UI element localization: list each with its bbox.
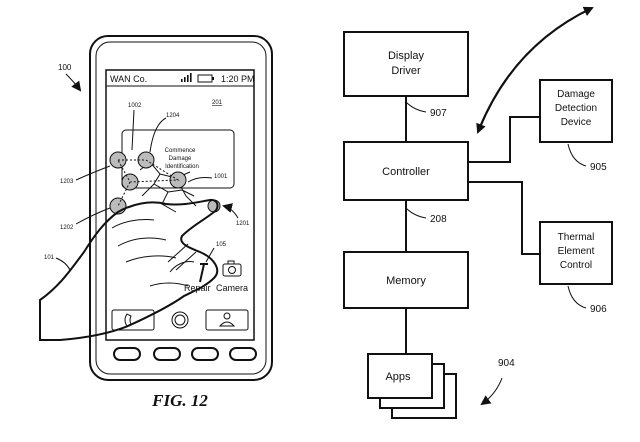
dialog-line-1: Commence [165,148,196,154]
phone-dock-button [111,309,155,331]
ref-208-leader [405,207,427,219]
ref-907: 907 [430,108,447,119]
ref-208: 208 [430,214,447,225]
ref-101: 101 [44,255,55,261]
ref-1202: 1202 [60,225,74,231]
apps-label: Apps [385,371,411,383]
hw-button [229,347,257,361]
thermal-label-2: Element [558,246,595,257]
phone-bezel [95,41,267,375]
repair-app-label: Repair [184,283,211,293]
hand [39,198,219,341]
figure-arrow-down [476,7,593,134]
controller-label: Controller [382,166,430,178]
ref-904-arrow [480,377,503,406]
thermal-control-box [539,221,613,285]
ref-100-arrow [65,73,82,92]
signal-icon [181,73,192,82]
connector-controller-thermal [468,181,540,255]
ref-905-leader [567,143,587,167]
phone-illustration: 100 WAN Co. 1:20 PM 201 Commence Damage … [39,35,273,410]
ref-906-leader [567,285,587,309]
ref-1001-leader [187,177,213,183]
memory-box [343,251,469,309]
ref-1204-leader [149,117,167,153]
ref-1203-leader [75,165,111,181]
battery-icon [197,74,214,83]
damage-label-2: Detection [555,103,597,114]
ref-904: 904 [498,358,515,369]
hand-fingers [111,219,195,287]
connector-controller-damage [468,116,540,163]
damage-label-3: Device [561,117,592,128]
dialog-line-2: Damage [169,156,192,162]
figure-caption: FIG. 12 [151,391,208,410]
ref-1201: 1201 [236,221,250,227]
display-driver-label-2: Driver [391,65,421,77]
camera-icon [222,260,242,277]
contact-icon [218,312,236,327]
block-diagram: Display Driver Controller Memory Apps Da… [343,6,613,419]
ref-101-leader [55,257,71,271]
phone-icon [124,313,132,327]
ref-906: 906 [590,304,607,315]
hand-crease [167,243,197,271]
ref-1204: 1204 [166,113,180,119]
carrier-label: WAN Co. [110,74,147,84]
ref-905: 905 [590,162,607,173]
contacts-dock-button [205,309,249,331]
dialog-line-3: Identification [165,164,199,170]
display-driver-label-1: Display [388,50,425,62]
ref-1203: 1203 [60,179,74,185]
home-button [171,311,189,329]
touch-path [117,159,180,207]
ref-1002-leader [131,109,135,151]
hammer-icon [199,263,208,283]
ref-105: 105 [216,242,227,248]
camera-app-label: Camera [216,283,248,293]
damage-label-1: Damage [557,89,595,100]
hw-button [113,347,141,361]
ref-1201-arrow [222,203,239,219]
ref-201: 201 [212,100,223,106]
ref-1002: 1002 [128,103,142,109]
ref-105-leader [205,247,215,263]
apps-box-front [367,353,433,399]
status-time: 1:20 PM [221,74,255,84]
thermal-label-3: Control [560,260,592,271]
damage-detection-box [539,79,613,143]
ref-907-leader [405,101,427,113]
ref-1001: 1001 [214,174,228,180]
thermal-label-1: Thermal [558,232,595,243]
memory-label: Memory [386,275,426,287]
display-driver-box [343,31,469,97]
ref-1202-leader [75,207,111,225]
ref-100: 100 [58,63,72,72]
hw-button [191,347,219,361]
hw-button [153,347,181,361]
home-button-inner [174,314,186,326]
controller-box [343,141,469,201]
